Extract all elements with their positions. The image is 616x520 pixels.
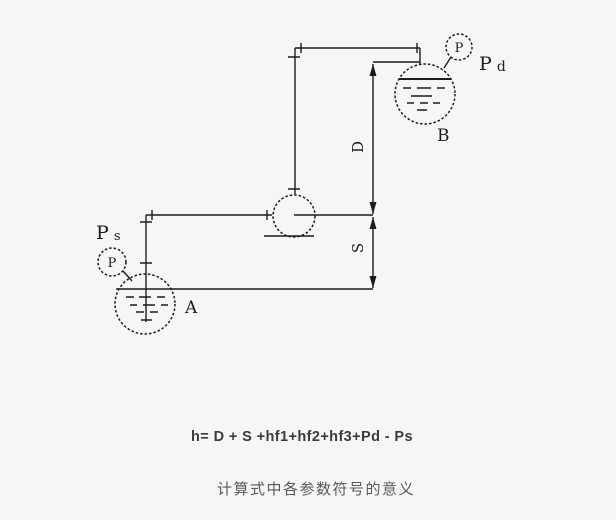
tank-a: A bbox=[114, 273, 198, 335]
tank-a-circle bbox=[114, 273, 176, 335]
tank-b-label: B bbox=[437, 126, 450, 146]
dimension-s: S bbox=[349, 217, 377, 288]
discharge-pressure-sub: d bbox=[497, 59, 506, 75]
dimension-s-arrow-up bbox=[369, 217, 377, 229]
gauge-b-letter: P bbox=[455, 41, 464, 56]
head-formula: h= D + S +hf1+hf2+hf3+Pd - Ps bbox=[191, 429, 413, 445]
dimension-s-label: S bbox=[349, 243, 367, 253]
gauge-b: P P d bbox=[443, 33, 506, 75]
gauge-a-connector bbox=[122, 270, 133, 282]
suction-pressure-label: P s bbox=[96, 222, 121, 244]
pump-circle bbox=[272, 194, 316, 238]
pipe-joint-ticks bbox=[140, 43, 418, 264]
gauge-b-connector bbox=[443, 56, 452, 69]
discharge-pressure-label: P d bbox=[479, 53, 506, 75]
dimension-d-label: D bbox=[349, 141, 367, 153]
tank-a-label: A bbox=[184, 298, 198, 318]
gauge-b-circle bbox=[445, 33, 473, 61]
gauge-a-letter: P bbox=[108, 256, 117, 271]
dimension-s-arrow-down bbox=[369, 276, 377, 288]
dimension-d-arrow-up bbox=[369, 64, 377, 76]
tank-b: B bbox=[394, 63, 456, 146]
suction-pressure-main: P bbox=[96, 222, 109, 244]
caption-text: 计算式中各参数符号的意义 bbox=[216, 480, 415, 498]
pump-system-diagram: A B P P s P P d bbox=[96, 33, 506, 335]
gauge-a: P P s bbox=[96, 222, 133, 282]
gauge-a-circle bbox=[97, 247, 127, 277]
dimension-d: D bbox=[349, 61, 420, 214]
dimension-d-arrow-down bbox=[369, 202, 377, 214]
tank-a-liquid-dashes bbox=[126, 296, 168, 321]
tank-b-circle bbox=[394, 63, 456, 125]
piping bbox=[116, 43, 421, 322]
suction-pressure-sub: s bbox=[114, 229, 121, 244]
discharge-pressure-main: P bbox=[479, 53, 492, 75]
tank-b-liquid-dashes bbox=[403, 87, 445, 111]
